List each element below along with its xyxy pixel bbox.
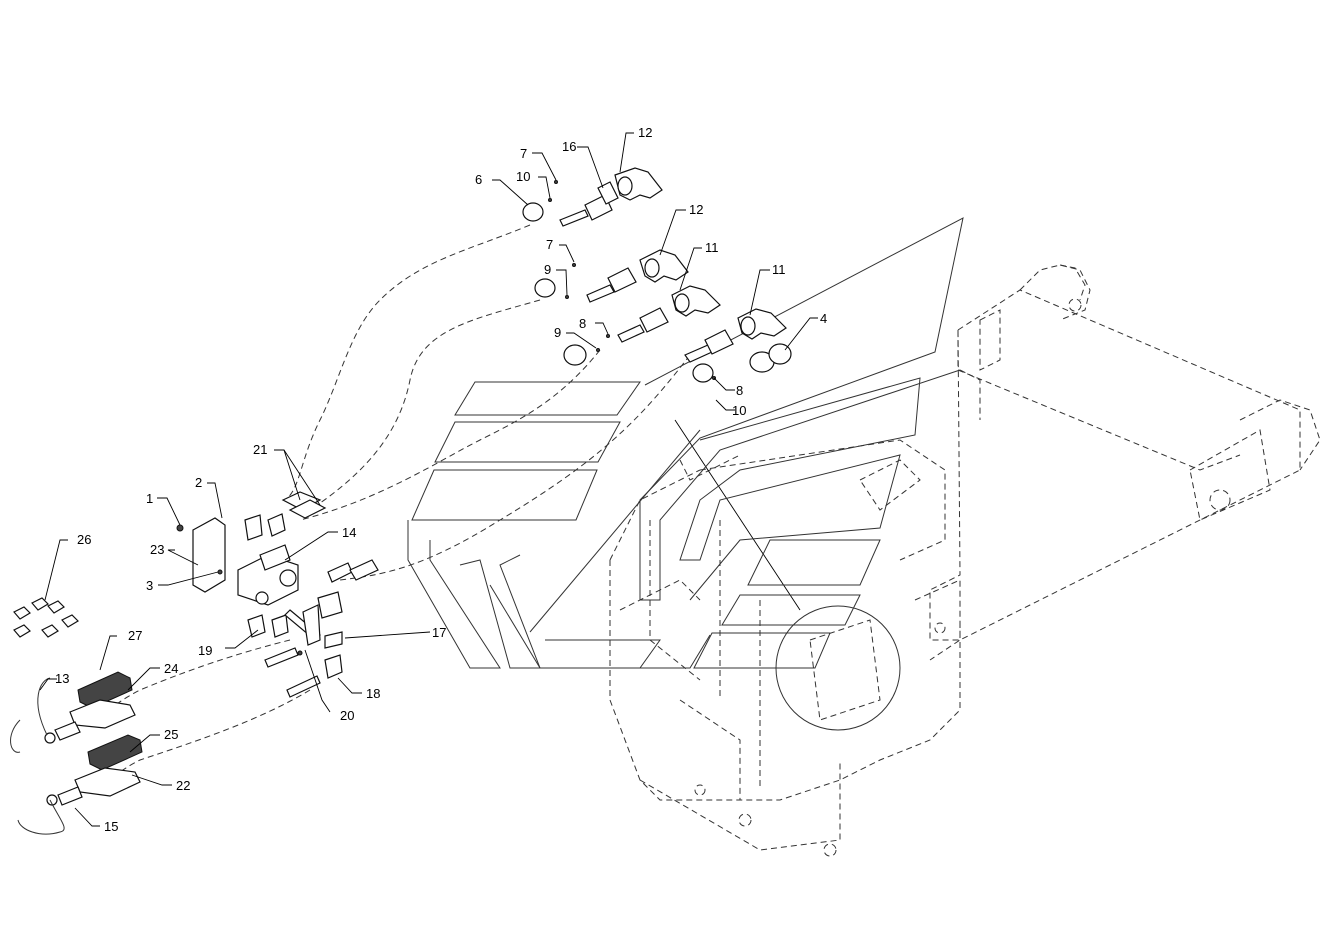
part-label-10-right: 10: [732, 403, 747, 418]
part-label-7-mid: 7: [546, 237, 554, 252]
part-label-17: 17: [432, 625, 447, 640]
part-label-19: 19: [198, 643, 213, 658]
part-label-7-top: 7: [520, 146, 528, 161]
part-label-10-top: 10: [516, 169, 531, 184]
part-label-23: 23: [150, 542, 165, 557]
part-label-16: 16: [562, 139, 577, 154]
part-label-15: 15: [104, 819, 119, 834]
cab-body: [609, 439, 961, 857]
part-label-8-mid: 8: [579, 316, 587, 331]
part-label-1: 1: [146, 491, 154, 506]
part-label-14: 14: [342, 525, 357, 540]
tractor-frame: [914, 264, 1321, 661]
part-label-27: 27: [128, 628, 143, 643]
part-label-24: 24: [164, 661, 179, 676]
valve-block-group: [176, 491, 379, 698]
part-label-13: 13: [55, 671, 70, 686]
part-label-26: 26: [77, 532, 92, 547]
leader-lines: [39, 132, 818, 827]
coupler-group-top: [522, 167, 792, 383]
part-label-9-lower: 9: [554, 325, 562, 340]
logo-stripes: [407, 217, 964, 669]
part-label-11-right: 11: [772, 262, 786, 277]
part-label-9-mid: 9: [544, 262, 552, 277]
part-label-2: 2: [195, 475, 203, 490]
part-label-12-top: 12: [638, 125, 653, 140]
coupler-group-lower: [10, 597, 143, 835]
part-label-6: 6: [475, 172, 483, 187]
part-label-20: 20: [340, 708, 355, 723]
part-label-11-mid: 11: [705, 240, 719, 255]
part-label-18: 18: [366, 686, 381, 701]
part-label-3: 3: [146, 578, 154, 593]
part-label-4: 4: [820, 311, 828, 326]
part-label-22: 22: [176, 778, 191, 793]
part-label-25: 25: [164, 727, 179, 742]
part-label-8-right: 8: [736, 383, 744, 398]
part-label-21: 21: [253, 442, 268, 457]
hose-lines: [99, 224, 691, 786]
part-label-12-mid: 12: [689, 202, 704, 217]
